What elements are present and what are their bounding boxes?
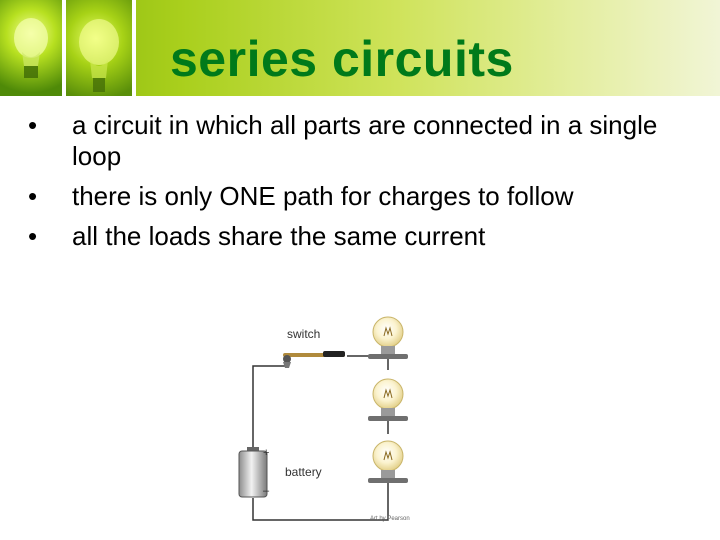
circuit-wires [252,355,389,521]
bullet-text: there is only ONE path for charges to fo… [72,181,574,211]
panel-divider [62,0,66,96]
light-bulb-icon [14,18,48,78]
bullet-item: • all the loads share the same current [28,221,708,252]
bullet-marker: • [28,221,38,251]
bullet-marker: • [28,110,38,140]
bullet-list: • a circuit in which all parts are conne… [28,110,708,261]
light-bulb-icon [368,378,408,421]
switch-icon [283,351,345,368]
bullet-marker: • [28,181,38,211]
image-credit: Art by Pearson [370,516,410,522]
light-bulb-icon [368,440,408,483]
light-bulb-icon [368,316,408,359]
light-bulb-icon [79,19,119,92]
battery-minus-sign: – [263,485,270,497]
bullet-text: a circuit in which all parts are connect… [72,110,658,171]
bullet-text: all the loads share the same current [72,221,486,251]
bullet-item: • a circuit in which all parts are conne… [28,110,708,172]
bulb-photo-panel [66,0,132,96]
bullet-item: • there is only ONE path for charges to … [28,181,708,212]
battery-plus-sign: + [263,447,269,459]
slide-header: series circuits [0,0,720,96]
battery-label: battery [285,465,322,479]
series-circuit-diagram: switch + – battery Art by Pearson [238,316,410,522]
panel-divider [132,0,136,96]
switch-label: switch [287,327,320,341]
battery-icon [238,447,268,498]
bulb-photo-panel [0,0,62,96]
page-title: series circuits [170,31,514,87]
